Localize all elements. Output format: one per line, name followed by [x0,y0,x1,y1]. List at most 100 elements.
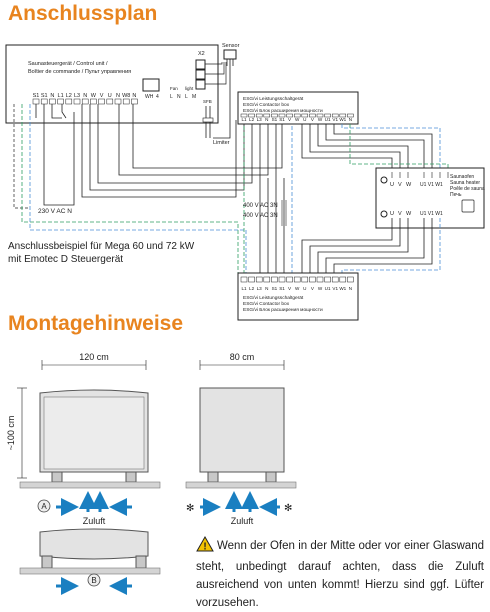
terminal-label: N [349,286,352,291]
terminal-screw [309,113,316,118]
terminal-screw [49,98,56,105]
fan-icon-right: ✻ [284,503,292,514]
svg-text:ESG/vi Contactor box: ESG/vi Contactor box [243,301,290,307]
terminal-label: L2 [66,93,72,99]
control-unit: Saunasteuergerät / Control unit / Boîtie… [5,44,219,124]
terminal-label: N [116,93,120,99]
terminal-screw [240,113,248,118]
terminal-label: W [91,93,97,99]
svg-text:Sensor: Sensor [222,43,240,49]
terminal-screw [339,113,347,118]
terminal-label: L3 [257,117,263,122]
terminal-screw [271,276,278,283]
heater-top-view: B [19,528,161,595]
svg-text:U1 V1 W1: U1 V1 W1 [420,211,443,217]
terminal-label: L1 [241,286,247,291]
sauna-heater: Saunaofen Sauna heater Poêle de sauna Пе… [375,167,485,229]
airflow-label-side: Zuluft [231,516,254,526]
wh-terminal: WH [145,94,154,100]
heater-front-view: 120 cm ~100 cm [6,352,161,489]
warning-notice: ! Wenn der Ofen in der Mitte oder vor ei… [196,535,484,612]
terminal-label: W [318,286,323,291]
terminal-screw [98,98,105,105]
terminal-label: S1 [279,286,285,291]
svg-text:Печь: Печь [450,192,462,198]
fan-icon-left: ✻ [186,503,194,514]
control-unit-title-1: Saunasteuergerät / Control unit / [28,61,108,67]
fan-terminal-l: L [170,94,173,100]
svg-text:Sauna heater: Sauna heater [450,180,480,186]
terminal-screw [293,276,301,283]
terminal-label: S1 [272,117,278,122]
light-terminal-l: L [185,94,188,100]
terminal-screw [57,98,64,105]
svg-text:V: V [398,211,402,217]
terminal-screw [122,98,130,105]
terminal-label: V [100,93,104,99]
wiring-caption-line-2: mit Emotec D Steuergerät [8,254,124,265]
wiring-lines [21,104,293,277]
svg-text:W: W [406,182,412,188]
wiring-caption-line-1: Anschlussbeispiel für Mega 60 und 72 kW [8,241,195,252]
terminal-label: N [50,93,54,99]
terminal-screw [90,98,97,105]
warning-icon: ! [196,535,214,558]
terminal-label: V [311,117,315,122]
svg-text:!: ! [203,542,206,553]
warning-text: Wenn der Ofen in der Mitte oder vor eine… [196,540,484,609]
light-terminal-m: M [192,94,196,100]
supply-400v-label-2: 400 V AC 3N [243,213,278,219]
terminal-label: S1 [272,286,278,291]
wiring-heading: Anschlussplan [8,2,158,25]
terminal-label: L1 [58,93,64,99]
terminal-label: L2 [249,286,255,291]
width-side-label: 80 cm [230,352,255,362]
svg-text:Saunaofen: Saunaofen [450,174,474,180]
svg-text:ESG/vi Contactor box: ESG/vi Contactor box [243,102,290,108]
fan-label: Fan [170,86,178,91]
terminal-screw [286,276,293,283]
terminal-label: L1 [241,117,247,122]
terminal-label: W1 [339,117,346,122]
height-label: ~100 cm [6,416,16,451]
terminal-screw [324,113,331,118]
control-unit-title-2: Boîtier de commande / Пульт управления [28,69,131,75]
terminal-label: V1 [332,286,338,291]
terminal-screw [309,276,316,283]
terminal-label: N [132,93,136,99]
terminal-screw [271,113,278,118]
terminal-label: V [288,117,292,122]
terminal-screw [347,276,354,283]
terminal-screw [316,276,324,283]
terminal-screw [106,98,114,105]
airflow-label-a: Zuluft [83,516,106,526]
terminal-screw [65,98,73,105]
terminal-label: L3 [257,286,263,291]
heater-wires-top [301,124,449,172]
airflow-side: ✻ ✻ Zuluft [186,491,292,526]
width-front-label: 120 cm [79,352,109,362]
terminal-label: U [108,93,112,99]
svg-text:A: A [41,502,47,511]
terminal-screw [263,276,271,283]
terminal-screw [286,113,293,118]
terminal-label: N [83,93,87,99]
heater-side-view: 80 cm [185,352,297,489]
terminal-screw [32,98,40,105]
svg-text:ESG/vi Leistungsschaltgerät: ESG/vi Leistungsschaltgerät [243,295,304,301]
terminal-screw [339,276,347,283]
terminal-label: V [288,286,292,291]
terminal-screw [324,276,331,283]
terminal-screw [40,98,48,105]
mounting-heading: Montagehinweise [8,312,184,335]
terminal-screw [301,276,309,283]
terminal-screw [73,98,81,105]
terminal-screw [316,113,324,118]
terminal-screw [293,113,301,118]
terminal-label: V [311,286,315,291]
limiter: Limiter [202,106,230,146]
terminal-label: L2 [249,117,255,122]
